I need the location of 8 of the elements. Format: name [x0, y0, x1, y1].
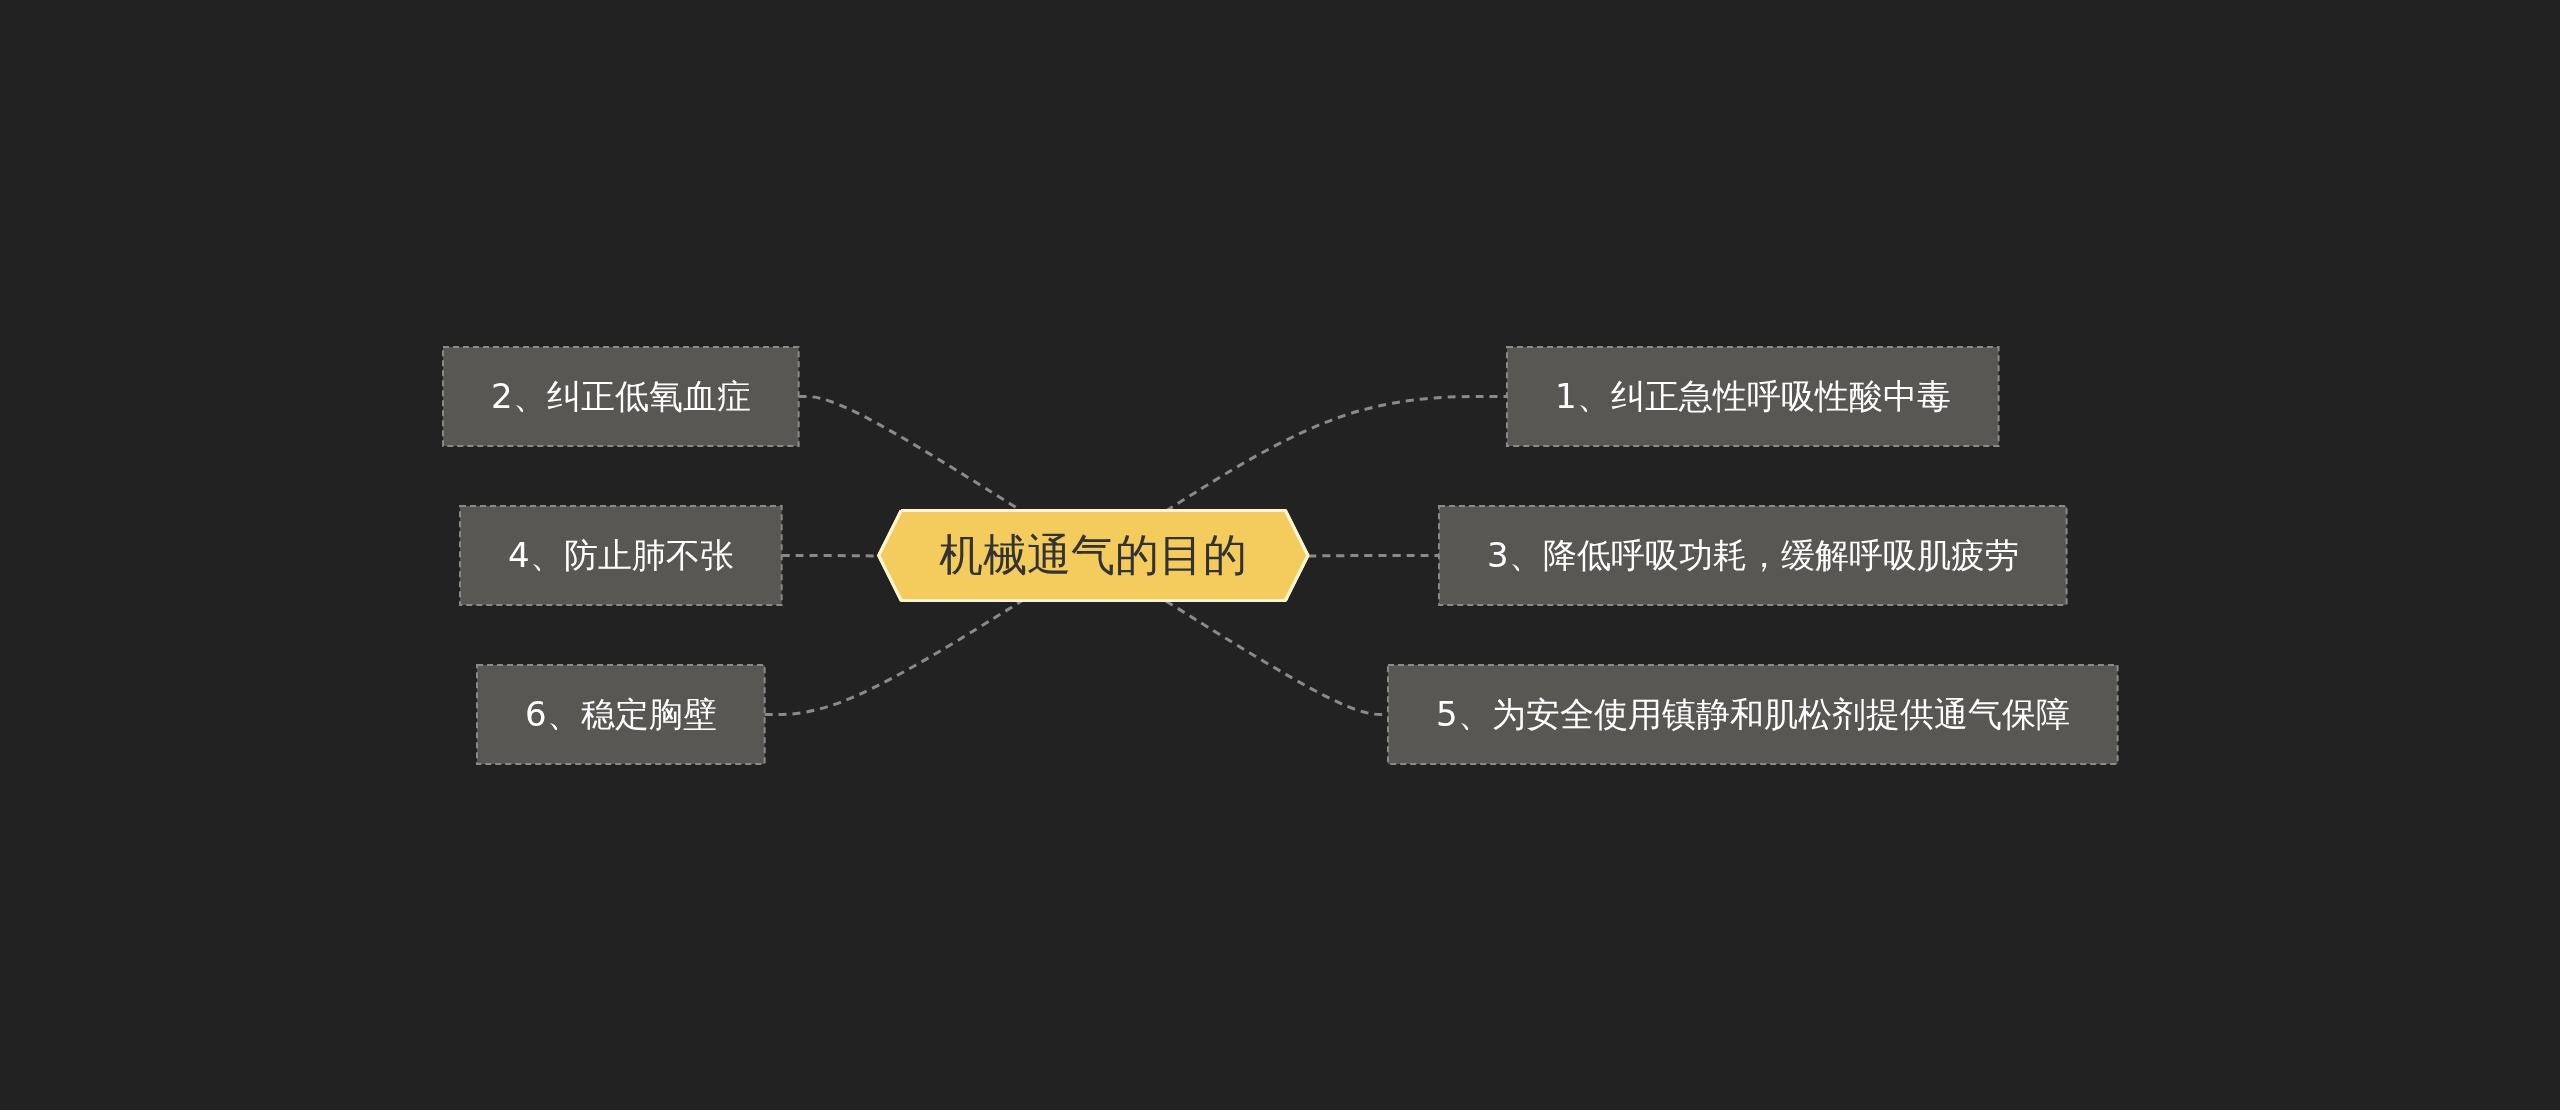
node-box: 6、稳定胸壁 — [475, 663, 766, 765]
node-box: 4、防止肺不张 — [458, 504, 783, 606]
node-box: 1、纠正急性呼吸性酸中毒 — [1505, 345, 2000, 447]
node-box: 5、为安全使用镇静和肌松剂提供通气保障 — [1386, 663, 2119, 765]
connector — [1308, 553, 1439, 557]
node-box: 3、降低呼吸功耗，缓解呼吸肌疲劳 — [1437, 504, 2068, 606]
connector — [764, 599, 1023, 716]
node-box: 2、纠正低氧血症 — [441, 345, 800, 447]
